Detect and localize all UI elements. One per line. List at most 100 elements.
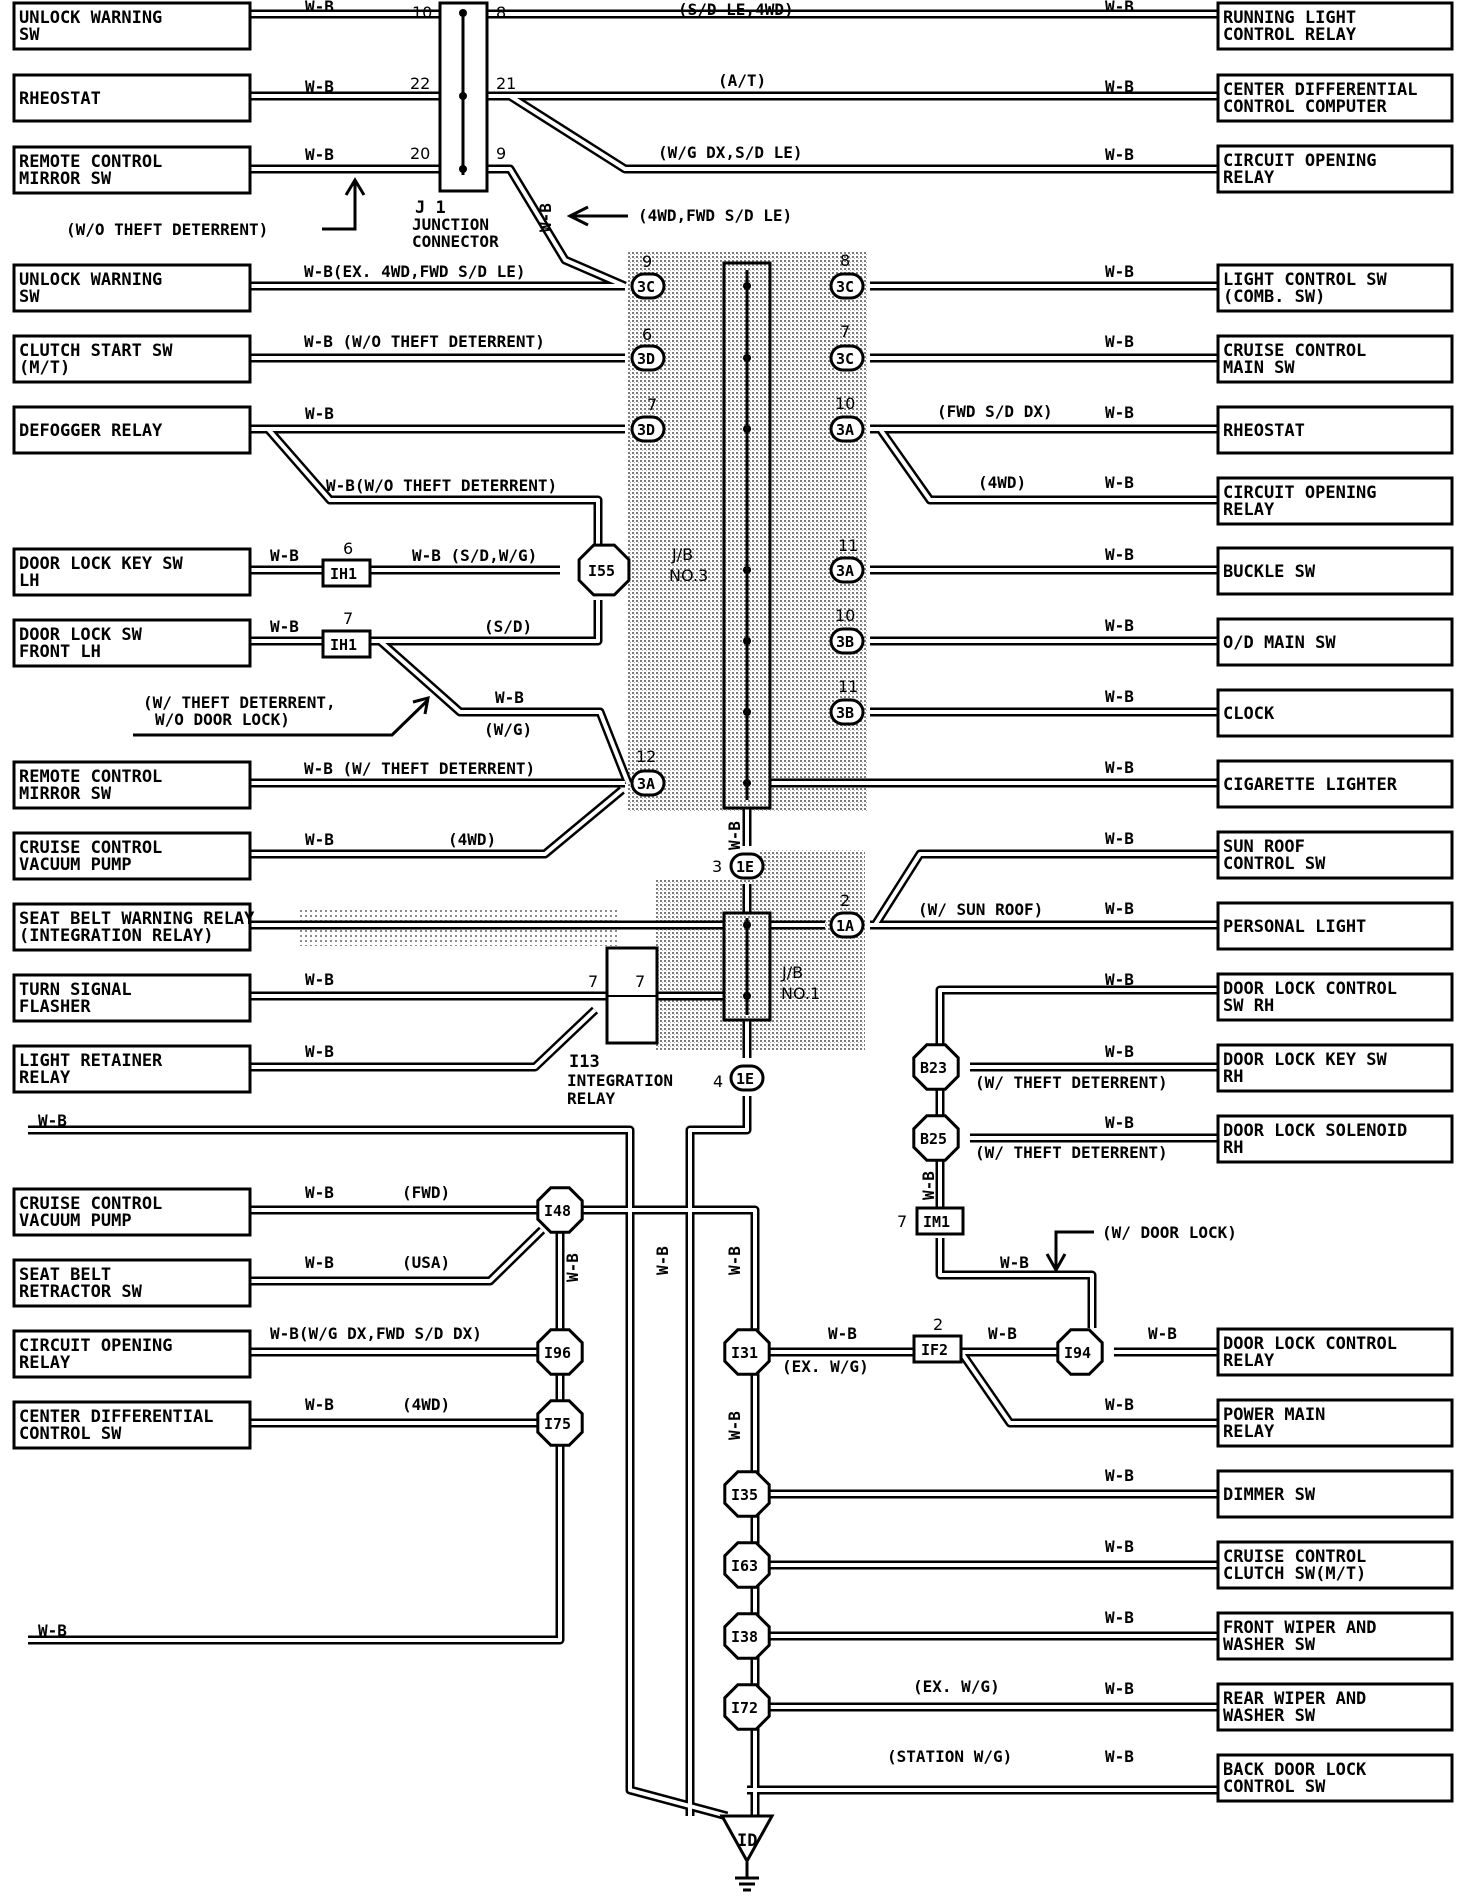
wire-color-label: W-B bbox=[1105, 1537, 1134, 1556]
cond-w-theft-wo-door-lock-1: (W/ THEFT DETERRENT, bbox=[143, 693, 336, 712]
seat-belt-warning-relay-label-1: SEAT BELT WARNING RELAY bbox=[19, 909, 255, 929]
svg-text:4: 4 bbox=[713, 1072, 723, 1091]
wire-color-label: W-B bbox=[1105, 77, 1134, 96]
wire-color-label-vertical: W-B bbox=[725, 1411, 744, 1440]
sun-roof-control-sw-label-1: SUN ROOF bbox=[1223, 837, 1305, 857]
cruise-control-clutch-sw-label-2: CLUTCH SW(M/T) bbox=[1223, 1564, 1366, 1584]
splice-i63: I63 bbox=[723, 1541, 771, 1589]
circuit-opening-relay-1-label-1: CIRCUIT OPENING bbox=[1223, 151, 1377, 171]
wire-color-label: W-B bbox=[1105, 545, 1134, 564]
i13-pin-inner: 7 bbox=[635, 972, 645, 991]
pin-numbers: 9 6 7 12 8 7 10 11 10 11 3 2 4 bbox=[636, 251, 858, 1091]
light-control-sw-label-2: (COMB. SW) bbox=[1223, 287, 1325, 307]
junction-connector-j1: 10 22 20 8 21 9 J 1 JUNCTION CONNECTOR bbox=[410, 1, 516, 251]
wire-color-label-vertical: W-B bbox=[725, 1246, 744, 1275]
wire-color-label-vertical: W-B bbox=[536, 203, 555, 232]
clock-box: CLOCK bbox=[1216, 688, 1454, 738]
j1-pin-20: 20 bbox=[410, 144, 430, 163]
cond-w-door-lock: (W/ DOOR LOCK) bbox=[1102, 1223, 1237, 1242]
connector-c1a: 1A bbox=[829, 911, 865, 939]
center-differential-control-computer-label-2: CONTROL COMPUTER bbox=[1223, 97, 1388, 117]
connector-if2: IF2 2 bbox=[912, 1315, 963, 1364]
cond-wo-theft-1: (W/O THEFT DETERRENT) bbox=[66, 220, 268, 239]
j1-pin-9: 9 bbox=[496, 144, 506, 163]
connector-c3b-r1: 3B bbox=[829, 627, 865, 655]
svg-text:10: 10 bbox=[835, 394, 855, 413]
j1-pin-22: 22 bbox=[410, 74, 430, 93]
clock-label-1: CLOCK bbox=[1223, 704, 1275, 724]
svg-text:IH1: IH1 bbox=[330, 565, 357, 583]
seat-belt-retractor-sw-label-2: RETRACTOR SW bbox=[19, 1282, 143, 1302]
light-control-sw-label-1: LIGHT CONTROL SW bbox=[1223, 270, 1388, 290]
wire-color-label: W-B bbox=[305, 77, 334, 96]
svg-text:3C: 3C bbox=[836, 278, 854, 296]
front-wiper-washer-sw-label-1: FRONT WIPER AND bbox=[1223, 1618, 1377, 1638]
cond-w-theft-2: (W/ THEFT DETERRENT) bbox=[975, 1143, 1168, 1162]
light-control-sw-box: LIGHT CONTROL SW(COMB. SW) bbox=[1216, 263, 1454, 313]
front-wiper-washer-sw-label-2: WASHER SW bbox=[1223, 1635, 1316, 1655]
cigarette-lighter-label-1: CIGARETTE LIGHTER bbox=[1223, 775, 1398, 795]
cruise-control-vacuum-pump-2-label-1: CRUISE CONTROL bbox=[19, 1194, 162, 1214]
integration-relay-i13: 7 7 I13 INTEGRATION RELAY bbox=[567, 946, 673, 1108]
wire-color-label: W-B bbox=[1105, 1466, 1134, 1485]
cond-wb-ex-4wd: W-B(EX. 4WD,FWD S/D LE) bbox=[304, 262, 526, 281]
running-light-control-relay-label-2: CONTROL RELAY bbox=[1223, 25, 1357, 45]
wire-color-label: W-B bbox=[1105, 1042, 1134, 1061]
power-main-relay-label-1: POWER MAIN bbox=[1223, 1405, 1325, 1425]
wire-color-label: W-B bbox=[1105, 1608, 1134, 1627]
defogger-relay-box: DEFOGGER RELAY bbox=[12, 405, 252, 455]
jb3-label-1: J/B bbox=[671, 545, 693, 564]
wire-color-label: W-B bbox=[1105, 687, 1134, 706]
center-differential-control-sw-label-1: CENTER DIFFERENTIAL bbox=[19, 1407, 213, 1427]
splice-i55: I55 bbox=[577, 543, 631, 597]
cond-usa: (USA) bbox=[402, 1253, 450, 1272]
connector-c3d-l2: 3D bbox=[630, 415, 666, 443]
door-lock-key-sw-rh-label-1: DOOR LOCK KEY SW bbox=[1223, 1050, 1388, 1070]
cond-wb-wg-dx: W-B(W/G DX,FWD S/D DX) bbox=[270, 1324, 482, 1343]
j1-label-2: CONNECTOR bbox=[412, 232, 499, 251]
svg-text:I35: I35 bbox=[731, 1486, 758, 1504]
wire-color-label: W-B bbox=[305, 1042, 334, 1061]
wire-color-label: W-B bbox=[38, 1111, 67, 1130]
svg-text:IH1: IH1 bbox=[330, 636, 357, 654]
door-lock-key-sw-lh-label-1: DOOR LOCK KEY SW bbox=[19, 554, 184, 574]
wire-color-label: W-B bbox=[1105, 1679, 1134, 1698]
cond-w-theft-1: (W/ THEFT DETERRENT) bbox=[975, 1073, 1168, 1092]
j1-pin-8: 8 bbox=[496, 3, 506, 22]
unlock-warning-sw-1-label-1: UNLOCK WARNING bbox=[19, 8, 162, 28]
cond-ex-wg-1: (EX. W/G) bbox=[782, 1357, 869, 1376]
cond-4wd-3: (4WD) bbox=[402, 1395, 450, 1414]
circuit-opening-relay-l-label-2: RELAY bbox=[19, 1353, 71, 1373]
svg-text:I55: I55 bbox=[588, 562, 615, 580]
svg-text:2: 2 bbox=[840, 891, 850, 910]
svg-text:7: 7 bbox=[647, 395, 657, 414]
splice-i35: I35 bbox=[723, 1470, 771, 1518]
circuit-opening-relay-1-label-2: RELAY bbox=[1223, 168, 1275, 188]
door-lock-control-relay-label-1: DOOR LOCK CONTROL bbox=[1223, 1334, 1397, 1354]
wire-color-label: W-B bbox=[305, 404, 334, 423]
rheostat-2-box: RHEOSTAT bbox=[1216, 405, 1454, 455]
wire-color-label: W-B bbox=[1105, 829, 1134, 848]
buckle-sw-label-1: BUCKLE SW bbox=[1223, 562, 1316, 582]
unlock-warning-sw-2-label-2: SW bbox=[19, 287, 40, 307]
wire-color-label: W-B bbox=[305, 1253, 334, 1272]
wire-labels: W-B W-B W-B W-B W-B W-B W-B W-B W-B W-B W-B W-B W-B W… bbox=[38, 0, 1177, 1766]
cond-sd: (S/D) bbox=[484, 617, 532, 636]
cruise-control-main-sw-label-2: MAIN SW bbox=[1223, 358, 1295, 378]
i13-label-1: INTEGRATION bbox=[567, 1071, 673, 1090]
ground-id: ID bbox=[719, 1814, 775, 1892]
splice-i48: I48 bbox=[536, 1186, 584, 1234]
personal-light-label-1: PERSONAL LIGHT bbox=[1223, 917, 1366, 937]
